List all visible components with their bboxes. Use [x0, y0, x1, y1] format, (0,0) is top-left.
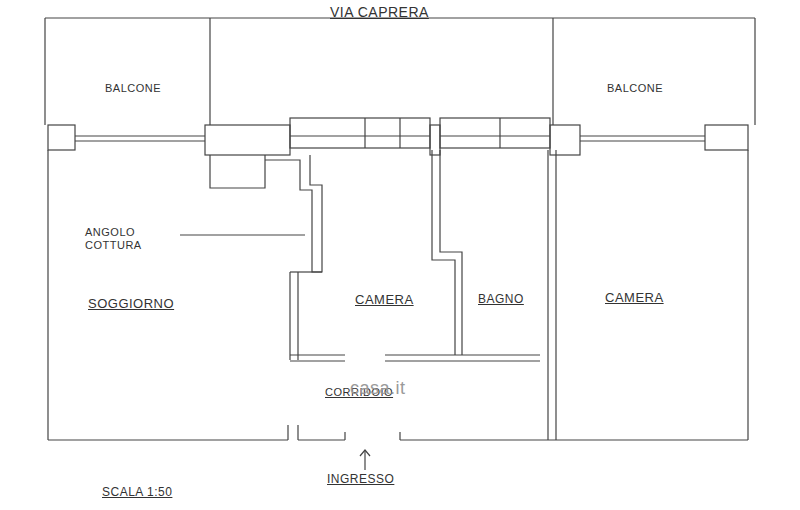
room-label: SOGGIORNO: [88, 296, 174, 312]
entrance-label: INGRESSO: [327, 472, 394, 486]
room-label: BAGNO: [478, 292, 524, 306]
street-name: VIA CAPRERA: [330, 4, 429, 21]
room-label: ANGOLO COTTURA: [85, 226, 165, 252]
room-label: CAMERA: [605, 290, 664, 306]
room-label: BALCONE: [105, 82, 161, 95]
room-label: BALCONE: [607, 82, 663, 95]
scale-note: SCALA 1:50: [102, 485, 172, 499]
watermark: casa.it: [350, 378, 406, 400]
room-label: CAMERA: [355, 292, 414, 308]
